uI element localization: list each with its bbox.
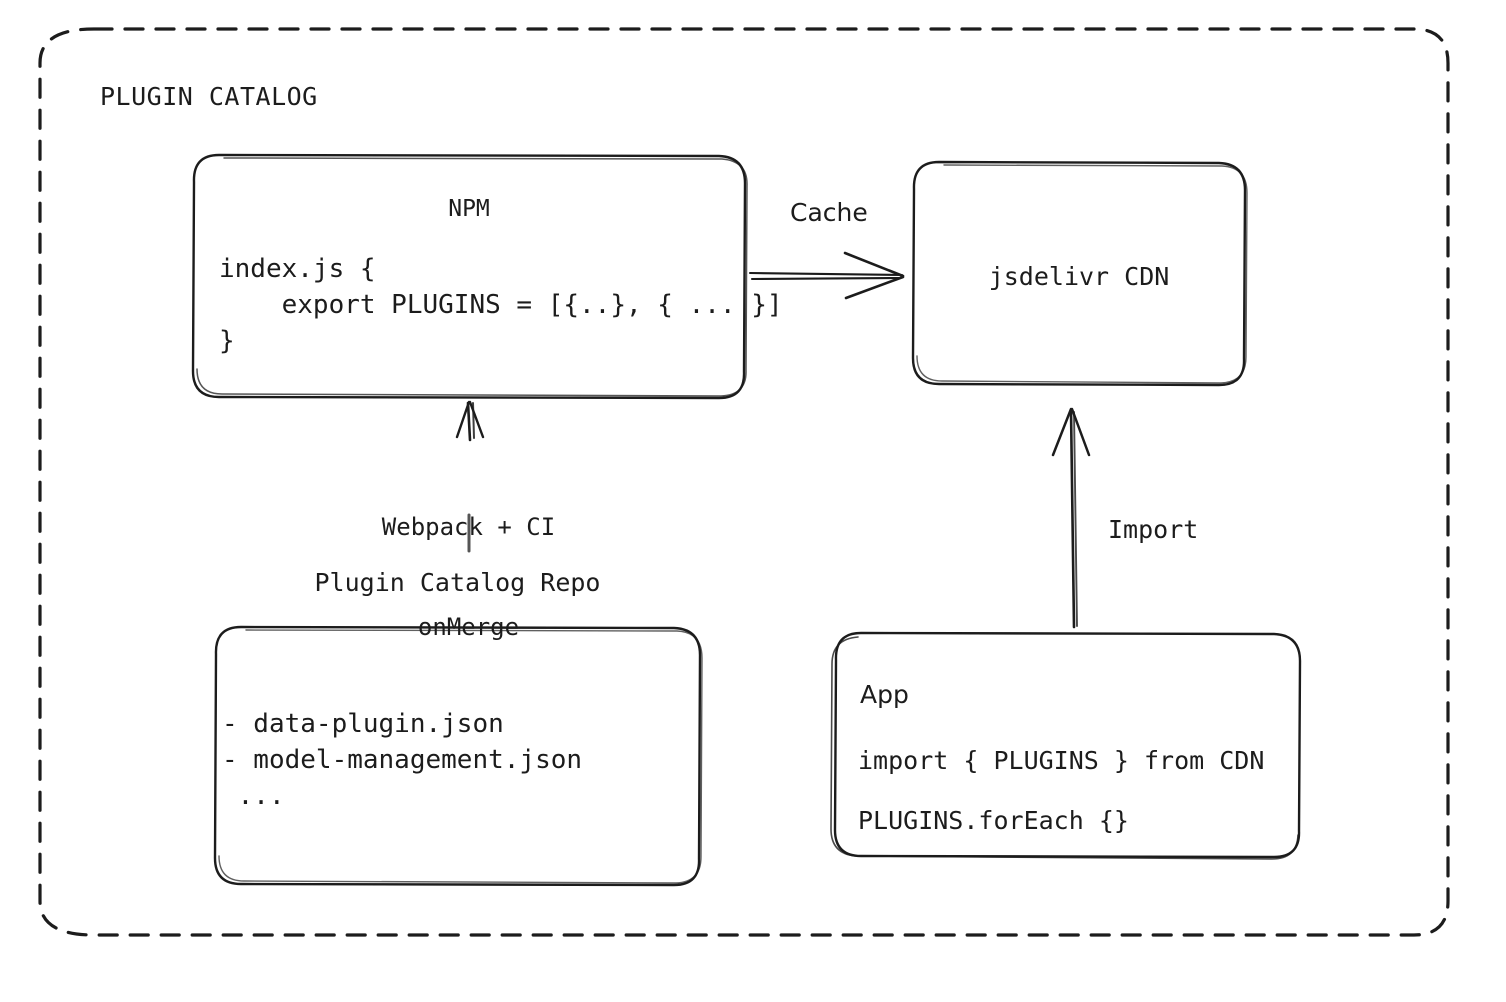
- repo-item-3: ...: [222, 781, 285, 811]
- npm-code-line-2: export PLUGINS = [{..}, { ... }]: [219, 290, 783, 320]
- npm-node-title: NPM: [448, 196, 490, 222]
- app-node-title: App: [860, 680, 909, 709]
- npm-node-shape: [191, 153, 748, 400]
- repo-item-2: - model-management.json: [222, 745, 583, 775]
- repo-node-shape: [213, 625, 703, 887]
- edge-repo-to-npm-arrow: [455, 400, 485, 553]
- cdn-node-shape: [911, 160, 1248, 387]
- edge-label-webpack-ci-line2: onMerge: [417, 612, 520, 641]
- edge-label-import: Import: [1108, 515, 1199, 544]
- app-code-line-2: PLUGINS.forEach {}: [858, 806, 1129, 835]
- edge-label-cache: Cache: [790, 198, 868, 227]
- edge-label-webpack-ci: Webpack + CI onMerge: [340, 445, 597, 710]
- edge-label-webpack-ci-line1: Webpack + CI: [381, 513, 556, 542]
- npm-code-line-1: index.js {: [219, 254, 376, 284]
- page-title: PLUGIN CATALOG: [100, 82, 318, 111]
- app-node-shape: [830, 631, 1302, 860]
- plugin-catalog-group-border: [38, 27, 1450, 937]
- npm-code-line-3: }: [219, 326, 235, 356]
- edge-app-to-cdn-arrow: [1051, 407, 1091, 629]
- repo-node-caption: Plugin Catalog Repo: [314, 568, 601, 597]
- app-code-line-1: import { PLUGINS } from CDN: [858, 746, 1265, 775]
- repo-item-1: - data-plugin.json: [222, 709, 504, 739]
- edge-npm-to-cdn-arrow: [748, 251, 905, 300]
- cdn-node-title: jsdelivr CDN: [988, 262, 1170, 291]
